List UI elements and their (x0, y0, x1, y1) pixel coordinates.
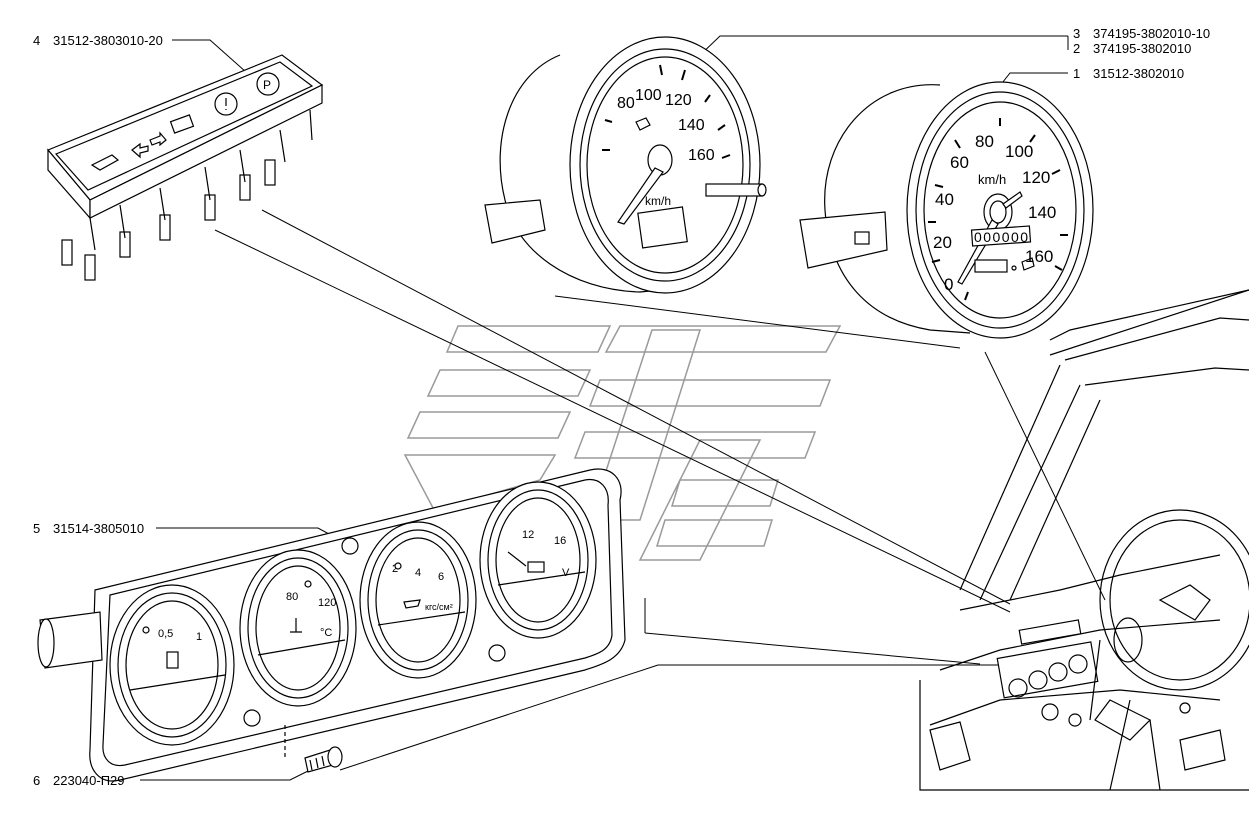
coolant-temp-icon (290, 618, 302, 633)
large-speedo-tick-100: 100 (1005, 142, 1033, 161)
voltmeter-gauge: 12 16 V (479, 481, 597, 639)
temp-unit: °C (320, 627, 332, 639)
part-code: 31512-3803010-20 (53, 33, 163, 48)
fuel-tick-full: 1 (196, 631, 202, 643)
large-speedo-tick-120: 120 (1022, 168, 1050, 187)
small-speedo-tick-160: 160 (688, 147, 715, 164)
part-number: 5 (33, 521, 41, 536)
small-speedo-needle (617, 167, 664, 225)
oil-tick-6: 6 (438, 571, 444, 583)
small-speedo-tick-80: 80 (617, 95, 635, 112)
steering-wheel (1099, 509, 1249, 691)
instrument-panel-location (996, 641, 1099, 699)
speedometer-large: 0 20 40 60 80 100 120 140 160 km/h 00000… (799, 81, 1094, 339)
callout-part-4: 4 31512-3803010-20 (33, 33, 163, 48)
odometer-window (970, 225, 1032, 247)
cab-interior (919, 289, 1249, 791)
part-code: 223040-П29 (53, 773, 125, 788)
part-number: 6 (33, 773, 41, 788)
high-beam-icon (1011, 257, 1035, 271)
volt-unit: V (562, 567, 570, 579)
fuel-gauge: 0,5 1 (109, 584, 235, 746)
headlight-icon (635, 117, 651, 131)
terminal-pins (61, 109, 313, 281)
part-number: 3 (1073, 26, 1081, 41)
callout-part-6: 6 223040-П29 (33, 773, 125, 788)
large-speedo-ticks (928, 118, 1068, 301)
temperature-gauge: 80 120 °C (239, 549, 357, 707)
callout-part-1: 1 31512-3802010 (1073, 66, 1184, 81)
battery-icon (169, 114, 195, 134)
small-speedo-window (637, 206, 688, 249)
part-code: 374195-3802010 (1093, 41, 1192, 56)
mount-hole (243, 709, 261, 727)
warning-block-location (1018, 619, 1082, 645)
large-speedo-tick-140: 140 (1028, 203, 1056, 222)
callout-part-2: 2 374195-3802010 (1073, 41, 1191, 56)
odometer-value: 000000 (974, 229, 1028, 245)
callout-part-3: 3 374195-3802010-10 (1073, 26, 1210, 41)
warning-lamp-block: P (47, 54, 324, 281)
volt-tick-16: 16 (554, 535, 566, 547)
part-code: 31514-3805010 (53, 521, 145, 536)
reset-knob (705, 183, 763, 197)
screw (304, 746, 343, 773)
small-speedo-tick-140: 140 (678, 117, 705, 134)
engine-icon (90, 154, 120, 171)
part-code: 31512-3802010 (1093, 66, 1185, 81)
turn-signal-icon (131, 131, 167, 159)
large-speedo-tick-160: 160 (1025, 247, 1053, 266)
fuel-tick-half: 0,5 (158, 628, 173, 640)
large-speedo-tick-60: 60 (950, 153, 969, 172)
mount-hole (488, 644, 506, 662)
part-number: 1 (1073, 66, 1081, 81)
brake-warning-icon (214, 92, 238, 116)
mount-hole (341, 537, 359, 555)
large-speedo-tick-80: 80 (975, 132, 994, 151)
part-code: 374195-3802010-10 (1093, 26, 1211, 41)
part-number: 4 (33, 33, 41, 48)
svg-text:P: P (263, 78, 271, 92)
temp-tick-120: 120 (318, 597, 336, 609)
trip-window (974, 259, 1008, 273)
small-speedo-unit: km/h (645, 194, 671, 208)
speedometer-small: 80 100 120 140 160 km/h (484, 36, 767, 294)
small-speedo-tick-120: 120 (665, 92, 692, 109)
large-speedo-tick-40: 40 (935, 190, 954, 209)
gauge-cluster: 0,5 1 80 120 °C 2 4 6 кгс/см² (37, 468, 626, 782)
oil-tick-4: 4 (415, 567, 421, 579)
volt-tick-12: 12 (522, 529, 534, 541)
small-speedo-tick-100: 100 (635, 87, 662, 104)
large-speedo-unit: km/h (978, 172, 1006, 187)
oil-tick-2: 2 (392, 563, 398, 575)
parking-brake-icon: P (256, 72, 280, 96)
oil-unit: кгс/см² (425, 602, 453, 612)
battery-icon (527, 561, 545, 573)
large-speedo-tick-0: 0 (944, 275, 953, 294)
oil-can-icon (403, 599, 421, 609)
leader-lines (214, 209, 1106, 771)
callout-part-5: 5 31514-3805010 (33, 521, 144, 536)
large-speedo-tick-20: 20 (933, 233, 952, 252)
temp-tick-80: 80 (286, 591, 298, 603)
fuel-pump-icon (166, 651, 179, 669)
oil-pressure-gauge: 2 4 6 кгс/см² (359, 521, 477, 679)
part-number: 2 (1073, 41, 1081, 56)
watermark-logo (403, 325, 842, 561)
